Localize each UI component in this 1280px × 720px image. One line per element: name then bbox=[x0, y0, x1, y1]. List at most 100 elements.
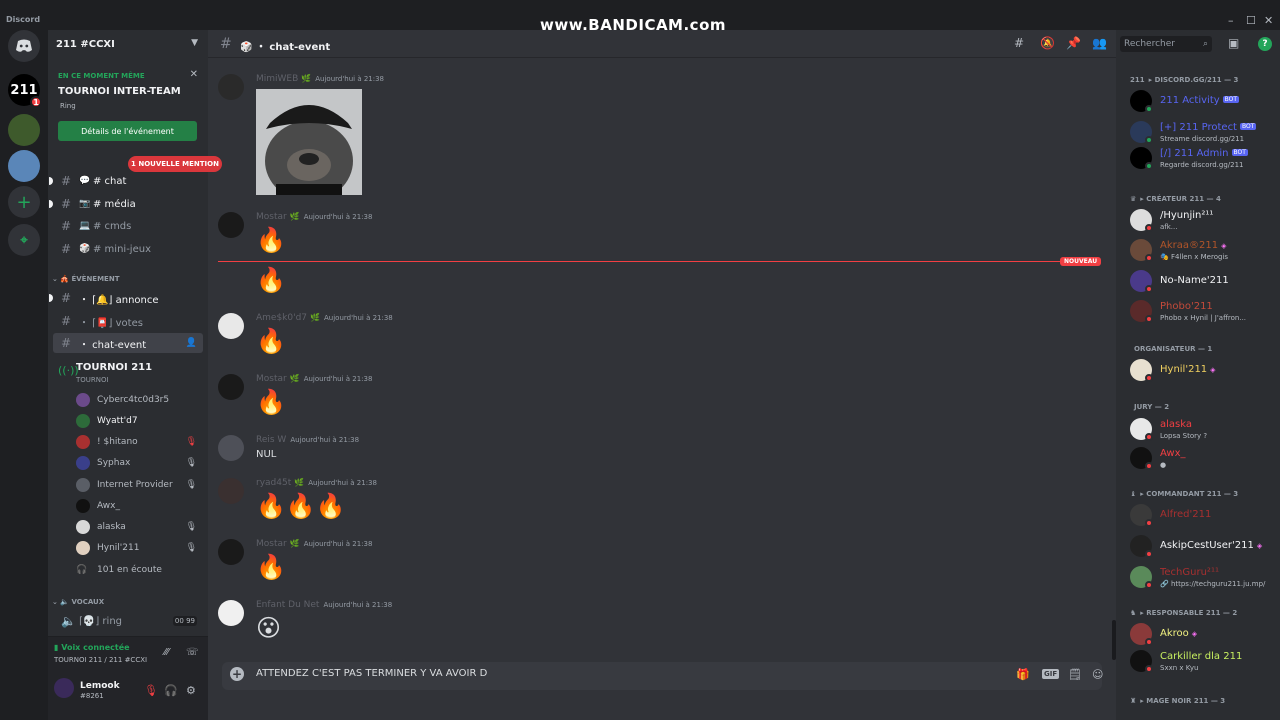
gift-icon[interactable]: 🎁 bbox=[1016, 668, 1030, 681]
leaf-icon: 🌿 bbox=[289, 539, 300, 548]
channel-annonce[interactable]: #・ ⌈🔔⌋ annonce bbox=[49, 288, 203, 308]
avatar[interactable] bbox=[218, 478, 244, 504]
member-item[interactable]: Awx_● bbox=[1130, 444, 1276, 472]
voice-member[interactable]: Internet Provider🎙 bbox=[76, 475, 201, 495]
channel-chat-event[interactable]: #・ chat-event👤 bbox=[53, 333, 203, 353]
mic-muted-icon: 🎙 bbox=[185, 522, 197, 532]
recorder-watermark: www.BANDICAM.com bbox=[540, 16, 727, 34]
avatar[interactable] bbox=[218, 600, 244, 626]
add-server-button[interactable]: + bbox=[8, 186, 40, 218]
bell-muted-icon[interactable]: 🔕 bbox=[1040, 36, 1055, 50]
category-vocaux[interactable]: ⌄ 🔈 VOCAUX bbox=[52, 598, 105, 606]
user-tag: #8261 bbox=[80, 692, 104, 700]
member-item[interactable]: Alfred'211 bbox=[1130, 501, 1276, 529]
message-author[interactable]: Reis W bbox=[256, 435, 287, 445]
voice-member[interactable]: Cyberc4tc0d3r5 bbox=[76, 390, 201, 410]
explore-button[interactable]: ⌖ bbox=[8, 224, 40, 256]
close-window-button[interactable]: ✕ bbox=[1264, 14, 1274, 27]
member-item[interactable]: Akraa®211◈🎭 F4llen x Merogis bbox=[1130, 236, 1276, 264]
invite-icon[interactable]: 👤 bbox=[185, 338, 197, 348]
voice-member[interactable]: Awx_ bbox=[76, 496, 201, 516]
member-item[interactable]: No-Name'211 bbox=[1130, 267, 1276, 295]
headphones-icon[interactable]: 🎧 bbox=[164, 684, 178, 697]
avatar[interactable] bbox=[218, 435, 244, 461]
member-item[interactable]: AskipCestUser'211◈ bbox=[1130, 532, 1276, 560]
voice-member[interactable]: Wyatt'd7 bbox=[76, 411, 201, 431]
hash-icon: # bbox=[61, 314, 72, 328]
scrollbar[interactable] bbox=[1112, 620, 1116, 660]
home-button[interactable] bbox=[8, 30, 40, 62]
message-time: Aujourd'hui à 21:38 bbox=[308, 479, 377, 487]
channel-chat[interactable]: #💬# chat bbox=[49, 171, 203, 191]
noise-suppression-icon[interactable]: ⁄⁄⁄ bbox=[164, 647, 170, 658]
avatar[interactable] bbox=[218, 539, 244, 565]
voice-member-name: ! $hitano bbox=[97, 437, 138, 447]
disconnect-icon[interactable]: ☏ bbox=[186, 647, 199, 658]
channel-cmds[interactable]: #💻# cmds bbox=[61, 219, 132, 233]
message-image[interactable] bbox=[256, 89, 362, 195]
member-name: Carkiller dla 211 bbox=[1160, 651, 1243, 662]
message-author[interactable]: Mostar bbox=[256, 374, 287, 384]
help-icon[interactable]: ? bbox=[1258, 37, 1272, 51]
server-header[interactable]: 211 #CCXI ▼ bbox=[48, 30, 208, 58]
member-item[interactable]: Akroo◈ bbox=[1130, 620, 1276, 648]
role-header: ♞▸ RESPONSABLE 211 — 2 bbox=[1130, 609, 1238, 617]
message-author[interactable]: Ame$k0'd7 bbox=[256, 313, 308, 323]
message-author[interactable]: Mostar bbox=[256, 212, 287, 222]
avatar[interactable] bbox=[218, 374, 244, 400]
avatar[interactable] bbox=[218, 212, 244, 238]
message-author[interactable]: ryad45t bbox=[256, 478, 292, 488]
server-icon-3[interactable] bbox=[8, 150, 40, 182]
category-evenement[interactable]: ⌄ 🎪 ÉVÈNEMENT bbox=[52, 275, 120, 283]
user-panel: Lemook #8261 🎙 🎧 ⚙ bbox=[48, 672, 208, 720]
gif-button[interactable]: GIF bbox=[1042, 669, 1060, 679]
add-attachment-button[interactable]: + bbox=[230, 667, 244, 681]
voice-member[interactable]: alaska🎙 bbox=[76, 517, 201, 537]
voice-member[interactable]: Hynil'211🎙 bbox=[76, 538, 201, 558]
maximize-button[interactable]: ☐ bbox=[1246, 14, 1256, 27]
channel-votes[interactable]: #・ ⌈📮⌋ votes bbox=[61, 314, 143, 329]
channel-media[interactable]: #📷# média bbox=[49, 194, 203, 214]
pin-icon[interactable]: 📌 bbox=[1066, 36, 1081, 50]
mic-muted-icon[interactable]: 🎙 bbox=[144, 684, 158, 697]
voice-member[interactable]: Syphax🎙 bbox=[76, 453, 201, 473]
message-author[interactable]: MimiWEB bbox=[256, 74, 299, 84]
message-author[interactable]: Enfant Du Net bbox=[256, 600, 320, 610]
avatar[interactable] bbox=[218, 313, 244, 339]
members-icon[interactable]: 👥 bbox=[1092, 36, 1107, 50]
new-mention-pill[interactable]: 1 NOUVELLE MENTION bbox=[128, 156, 222, 172]
minimize-button[interactable]: – bbox=[1228, 14, 1234, 27]
event-details-button[interactable]: Détails de l'événement bbox=[58, 121, 197, 141]
channel-mini-jeux[interactable]: #🎲# mini-jeux bbox=[61, 242, 151, 256]
emoji-icon[interactable]: ☺ bbox=[1092, 668, 1104, 681]
voice-member-name: Wyatt'd7 bbox=[97, 416, 138, 426]
member-item[interactable]: Hynil'211◈ bbox=[1130, 356, 1276, 384]
avatar[interactable] bbox=[218, 74, 244, 100]
server-icon-2[interactable] bbox=[8, 114, 40, 146]
gear-icon[interactable]: ⚙ bbox=[186, 684, 196, 697]
server-211[interactable]: 211 1 bbox=[8, 74, 42, 108]
avatar[interactable] bbox=[54, 678, 74, 698]
sticker-icon[interactable]: 🗒 bbox=[1068, 668, 1082, 681]
mic-muted-icon: 🎙 bbox=[185, 458, 197, 468]
inbox-icon[interactable]: ▣ bbox=[1228, 36, 1240, 50]
close-icon[interactable]: ✕ bbox=[189, 69, 198, 80]
message-input[interactable]: ATTENDEZ C'EST PAS TERMINER Y VA AVOIR D bbox=[256, 668, 488, 679]
voice-member[interactable]: ! $hitano🎙 bbox=[76, 432, 201, 452]
message-author[interactable]: Mostar bbox=[256, 539, 287, 549]
threads-icon[interactable]: # bbox=[1014, 36, 1025, 50]
member-item[interactable]: TechGuru²¹¹🔗 https://techguru211.ju.mp/ bbox=[1130, 563, 1276, 591]
search-input[interactable]: Rechercher⌕ bbox=[1120, 36, 1212, 52]
discord-logo-icon bbox=[16, 39, 32, 52]
listeners-count[interactable]: 🎧101 en écoute bbox=[76, 565, 162, 575]
stage-channel-tournoi[interactable]: ((·)) TOURNOI 211 TOURNOI bbox=[58, 362, 153, 384]
member-activity: Regarde discord.gg/211 bbox=[1160, 161, 1244, 169]
